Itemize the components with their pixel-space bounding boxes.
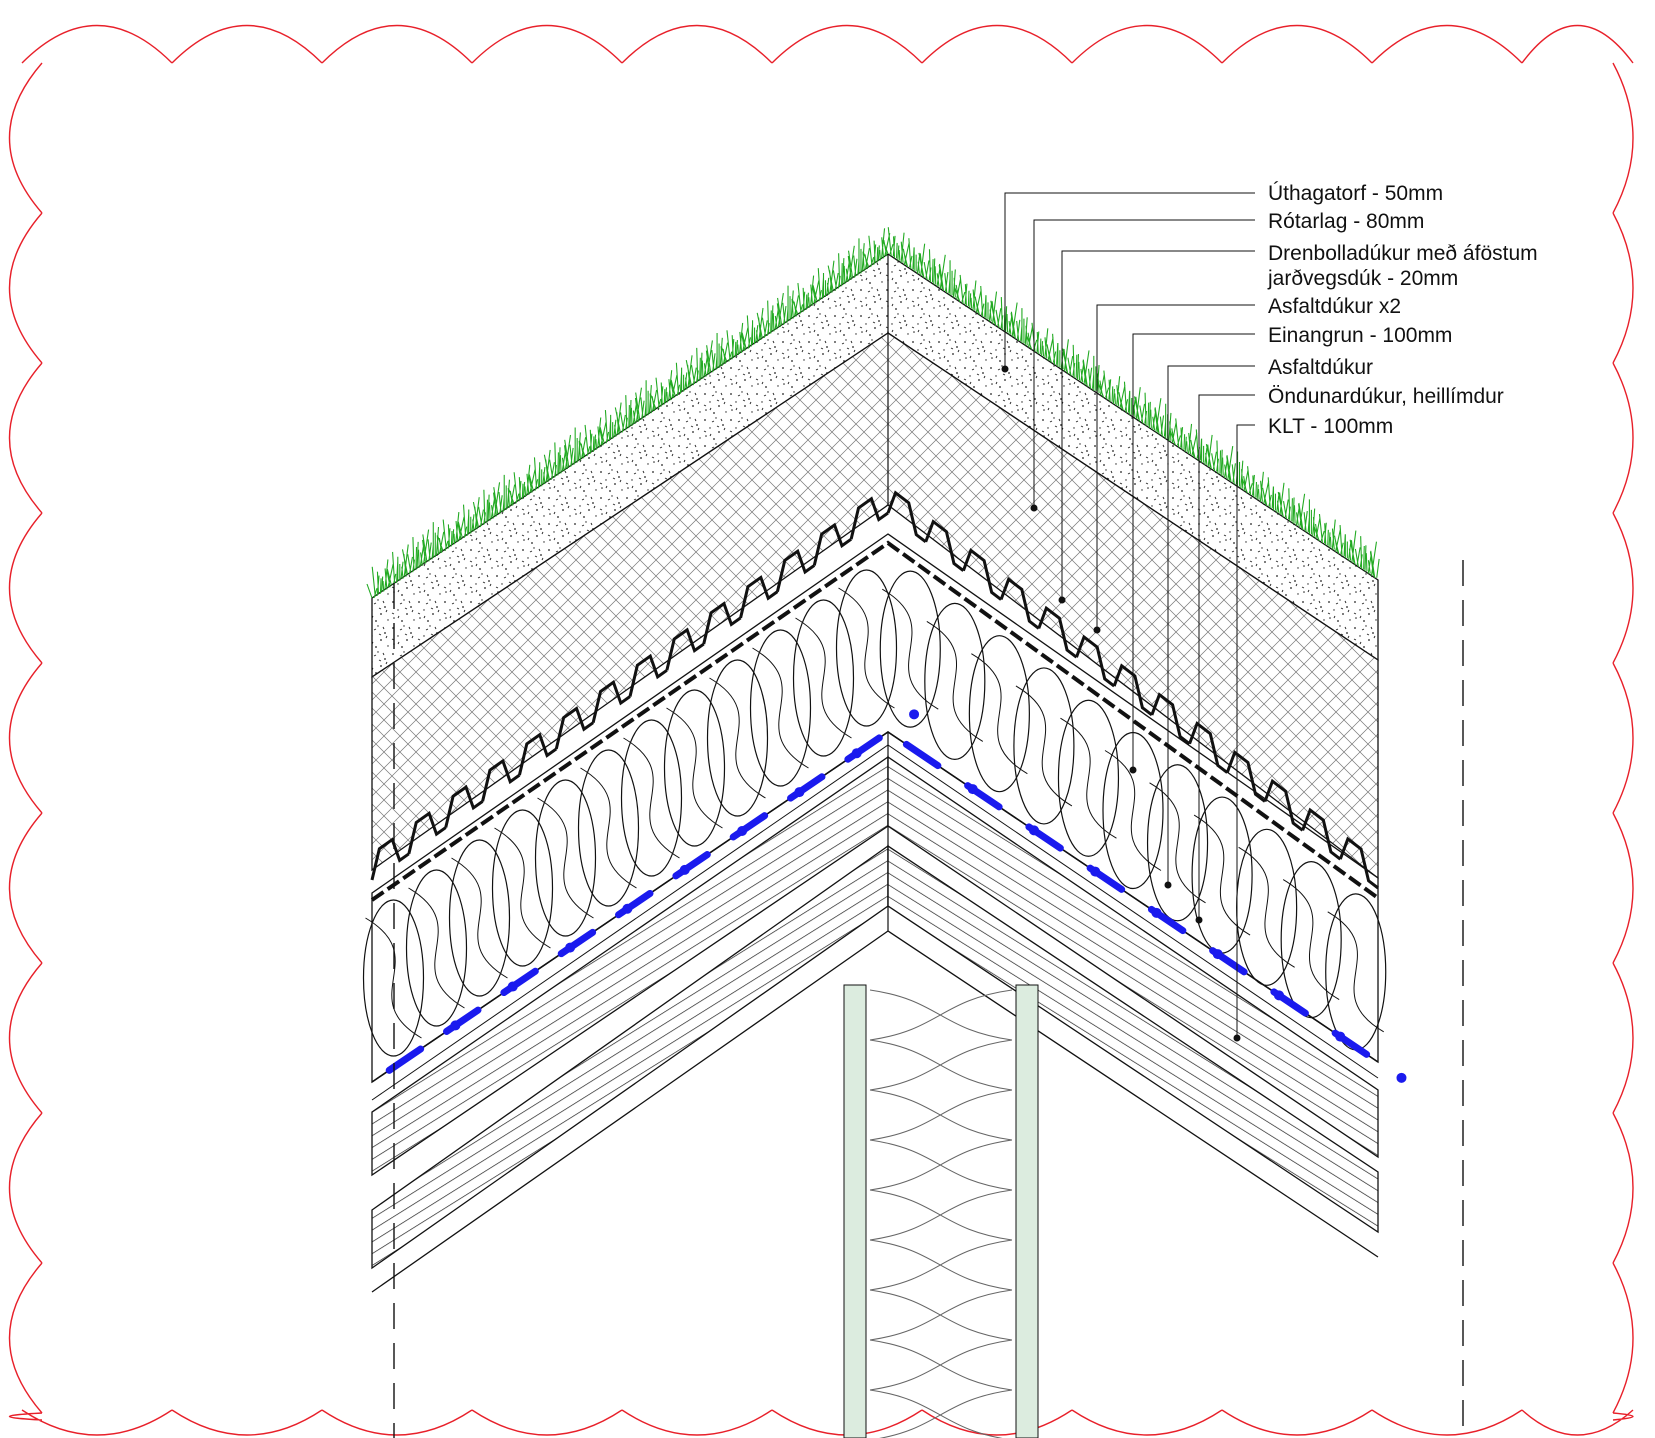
wall-insulation-loops [869, 989, 1013, 1438]
insulation-loop [448, 839, 511, 997]
label-asphalt-double: Asfaltdúkur x2 [1268, 295, 1401, 318]
insulation-loop-curve [623, 737, 680, 859]
insulation-loop-curve [1015, 685, 1073, 807]
asphalt-membrane-double [370, 540, 1380, 902]
leader-lines [1004, 192, 1255, 1038]
insulation-loop-curve [709, 677, 766, 799]
insulation-loop [577, 749, 640, 907]
insulation-loop-curve [494, 827, 551, 949]
roof-layers [371, 253, 1379, 1293]
blue-membrane-dot [909, 709, 920, 720]
blue-membrane-strip [557, 928, 597, 958]
insulation-loop-curve [752, 647, 809, 769]
insulation-loop [706, 659, 769, 817]
insulation-loop-curve [1193, 814, 1251, 936]
insulation-loop [924, 602, 986, 761]
insulation-loop [534, 779, 597, 937]
blue-membrane-strip [844, 734, 883, 763]
insulation-loop [405, 869, 468, 1027]
blue-membrane-strip [672, 851, 711, 880]
vapour-membrane-markers [385, 709, 1407, 1083]
insulation-loop [879, 570, 941, 728]
insulation-loop [1057, 699, 1120, 857]
insulation-loop [663, 689, 726, 847]
insulation-loop-curve [408, 887, 465, 1009]
insulation-loop-curve [1282, 879, 1340, 1001]
grass-blades [366, 227, 1380, 599]
revision-cloud-arcs [8, 24, 1634, 1436]
insulation-loop [1280, 860, 1342, 1019]
blue-membrane-dot [1396, 1072, 1407, 1083]
wall-stud-section [843, 984, 1039, 1438]
breather-membrane [371, 744, 1379, 1101]
insulation-loop [1146, 764, 1209, 922]
insulation-loop-curve [926, 620, 984, 742]
insulation-loop-curve [1104, 750, 1162, 871]
blue-membrane-strip [1331, 1029, 1371, 1058]
insulation-loop [792, 599, 855, 757]
blue-membrane-strip [1025, 823, 1064, 852]
insulation-loop [362, 899, 425, 1057]
insulation-loop-curve [882, 588, 939, 710]
label-root-layer: Rótarlag - 80mm [1268, 210, 1424, 233]
layer-labels: Úthagatorf - 50mm Rótarlag - 80mm Drenbo… [1267, 182, 1538, 438]
insulation-loop-curve [451, 857, 508, 979]
insulation-loop-curve [1060, 717, 1117, 839]
blue-membrane-strip [964, 782, 1003, 811]
blue-membrane-strip [729, 812, 769, 841]
insulation-loop-curve [1327, 911, 1384, 1033]
drainage-membrane [370, 490, 1380, 1101]
blue-membrane-strip [902, 740, 942, 770]
label-clt: KLT - 100mm [1268, 415, 1393, 438]
drainage-cups-right [886, 490, 1379, 890]
insulation-loop [835, 569, 898, 727]
insulation-loop-curve [1149, 782, 1206, 904]
insulation-loop [749, 629, 812, 787]
insulation-loop-curve [580, 767, 637, 889]
blue-membrane-strip [500, 967, 539, 997]
insulation-loop-curve [1238, 846, 1295, 968]
revision-cloud-border [8, 24, 1634, 1436]
label-drainage-line1: Drenbolladúkur með áföstum [1268, 242, 1538, 265]
insulation-loop-curve [537, 797, 594, 919]
label-asphalt: Asfaltdúkur [1268, 356, 1373, 379]
leader-dots [1001, 365, 1241, 1042]
blue-membrane-strip [615, 889, 654, 919]
blue-membrane-strip [1270, 988, 1309, 1017]
wall-insulation [869, 989, 1013, 1438]
label-insulation: Einangrun - 100mm [1268, 324, 1452, 347]
blue-membrane-strip [787, 773, 826, 802]
blue-membrane-strip [1209, 947, 1248, 976]
insulation-loop-curve [971, 653, 1028, 775]
blue-membrane-strip [1086, 864, 1126, 893]
label-breather-membrane: Öndunardúkur, heillímdur [1268, 385, 1504, 408]
insulation-loop-curve [666, 707, 723, 829]
blue-membrane-strip [443, 1006, 482, 1035]
insulation-loop [1013, 667, 1075, 825]
insulation-loop [620, 719, 683, 877]
grass-surface [366, 227, 1380, 599]
insulation-loop [968, 635, 1030, 793]
drainage-cups-left [370, 496, 889, 881]
blue-membrane-strip [1147, 905, 1187, 935]
insulation-loop-curve [838, 587, 895, 709]
insulation-loop-curve [795, 617, 852, 739]
insulation-loop-curve [365, 917, 422, 1039]
label-drainage-line2: jarðvegsdúk - 20mm [1267, 267, 1458, 290]
insulation-loop [491, 809, 554, 967]
label-turf: Úthagatorf - 50mm [1268, 182, 1443, 205]
